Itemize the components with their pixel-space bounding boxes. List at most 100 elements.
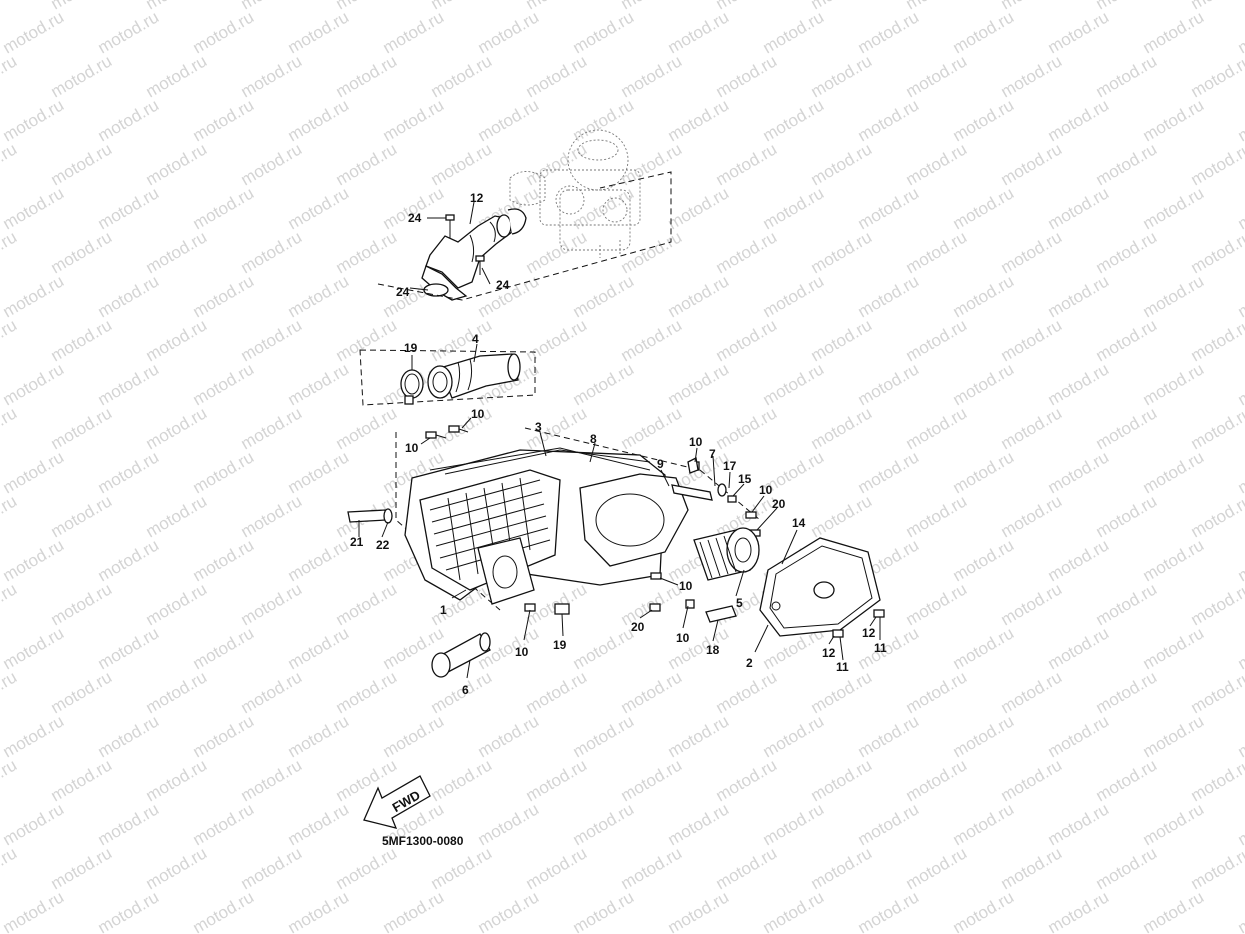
watermark-text: motod.ru (950, 271, 1018, 321)
callout-6: 6 (462, 683, 469, 697)
watermark-text: motod.ru (523, 51, 591, 101)
watermark-text: motod.ru (1140, 447, 1208, 497)
watermark-text: motod.ru (713, 667, 781, 717)
watermark-text: motod.ru (713, 755, 781, 805)
watermark-text: motod.ru (190, 535, 258, 585)
watermark-text: motod.ru (95, 711, 163, 761)
watermark-text: motod.ru (950, 95, 1018, 145)
watermark-text: motod.ru (285, 7, 353, 57)
watermark-text: motod.ru (713, 315, 781, 365)
watermark-text: motod.ru (1093, 491, 1161, 541)
watermark-text: motod.ru (760, 799, 828, 849)
watermark-text: motod.ru (855, 359, 923, 409)
watermark-text: motod.ru (760, 359, 828, 409)
watermark-text: motod.ru (95, 183, 163, 233)
watermark-text: motod.ru (760, 95, 828, 145)
watermark-text: motod.ru (665, 359, 733, 409)
watermark-text: motod.ru (1045, 799, 1113, 849)
watermark-text: motod.ru (1140, 7, 1208, 57)
watermark-text: motod.ru (475, 711, 543, 761)
watermark-text: motod.ru (998, 403, 1066, 453)
watermark-text: motod.ru (665, 711, 733, 761)
watermark-text: motod.ru (665, 271, 733, 321)
leader-lines (358, 201, 881, 679)
callout-2: 2 (746, 656, 753, 670)
watermark-text: motod.ru (143, 667, 211, 717)
watermark-text: motod.ru (48, 491, 116, 541)
watermark-text: motod.ru (903, 843, 971, 893)
watermark-text: motod.ru (1045, 711, 1113, 761)
bolt-mid-a (650, 572, 662, 580)
watermark-text: motod.ru (1188, 139, 1245, 189)
watermark-text: motod.ru (665, 7, 733, 57)
watermark-text: motod.ru (1235, 711, 1245, 761)
watermark-text: motod.ru (143, 579, 211, 629)
watermark-text: motod.ru (760, 183, 828, 233)
watermark-text: motod.ru (1140, 623, 1208, 673)
watermark-text: motod.ru (808, 227, 876, 277)
watermark-text: motod.ru (285, 183, 353, 233)
watermark-text: motod.ru (570, 7, 638, 57)
watermark-text: motod.ru (855, 711, 923, 761)
watermark-text: motod.ru (618, 843, 686, 893)
watermark-text: motod.ru (1188, 51, 1245, 101)
watermark-text: motod.ru (903, 403, 971, 453)
carburetor-joint (421, 214, 513, 301)
watermark-text: motod.ru (143, 843, 211, 893)
watermark-text: motod.ru (48, 667, 116, 717)
watermark-text: motod.ru (665, 887, 733, 934)
callout-10-e: 10 (679, 579, 693, 593)
watermark-text: motod.ru (285, 447, 353, 497)
fwd-arrow: FWD (363, 775, 431, 829)
watermark-text: motod.ru (190, 271, 258, 321)
watermark-text: motod.ru (285, 359, 353, 409)
callout-13: 14 (792, 516, 806, 530)
watermark-text: motod.ru (428, 755, 496, 805)
watermark-text: motod.ru (0, 403, 20, 453)
callout-4: 4 (472, 332, 479, 346)
watermark-text: motod.ru (1045, 95, 1113, 145)
callout-3: 3 (535, 420, 542, 434)
watermark-text: motod.ru (238, 51, 306, 101)
watermark-text: motod.ru (665, 95, 733, 145)
air-filter-case (404, 447, 689, 605)
case-grid (429, 477, 551, 581)
watermark-text: motod.ru (1140, 359, 1208, 409)
watermark-text: motod.ru (523, 755, 591, 805)
callout-10-b: 10 (405, 441, 419, 455)
watermark-text: motod.ru (95, 359, 163, 409)
callout-20: 21 (350, 535, 364, 549)
watermark-text: motod.ru (0, 623, 67, 673)
watermark-text: motod.ru (1235, 95, 1245, 145)
watermark-text: motod.ru (48, 843, 116, 893)
watermark-text: motod.ru (950, 799, 1018, 849)
watermark-text: motod.ru (1045, 183, 1113, 233)
callout-labels: 12 24 24 24 4 19 10 10 3 8 10 7 9 17 15 … (350, 191, 887, 697)
watermark-text: motod.ru (380, 711, 448, 761)
watermark-text: motod.ru (238, 755, 306, 805)
watermark-text: motod.ru (1235, 799, 1245, 849)
watermark-text: motod.ru (95, 7, 163, 57)
watermark-text: motod.ru (855, 271, 923, 321)
case-cover-frame (444, 449, 651, 475)
watermark-text: motod.ru (190, 359, 258, 409)
watermark-text: motod.ru (0, 0, 20, 13)
watermark-text: motod.ru (570, 271, 638, 321)
watermark-text: motod.ru (618, 227, 686, 277)
callout-10-f: 10 (676, 631, 690, 645)
watermark-text: motod.ru (903, 755, 971, 805)
watermark-text: motod.ru (428, 51, 496, 101)
watermark-text: motod.ru (1188, 843, 1245, 893)
watermark-text: motod.ru (238, 403, 306, 453)
watermark-text: motod.ru (808, 755, 876, 805)
watermark-text: motod.ru (475, 7, 543, 57)
watermark-text: motod.ru (1235, 623, 1245, 673)
screw-cap-a (832, 629, 844, 638)
watermark-text: motod.ru (0, 315, 20, 365)
watermark-text: motod.ru (475, 887, 543, 934)
watermark-text: motod.ru (808, 315, 876, 365)
watermark-text: motod.ru (475, 799, 543, 849)
watermark-text: motod.ru (238, 579, 306, 629)
watermark-text: motod.ru (1093, 227, 1161, 277)
watermark-text: motod.ru (333, 139, 401, 189)
